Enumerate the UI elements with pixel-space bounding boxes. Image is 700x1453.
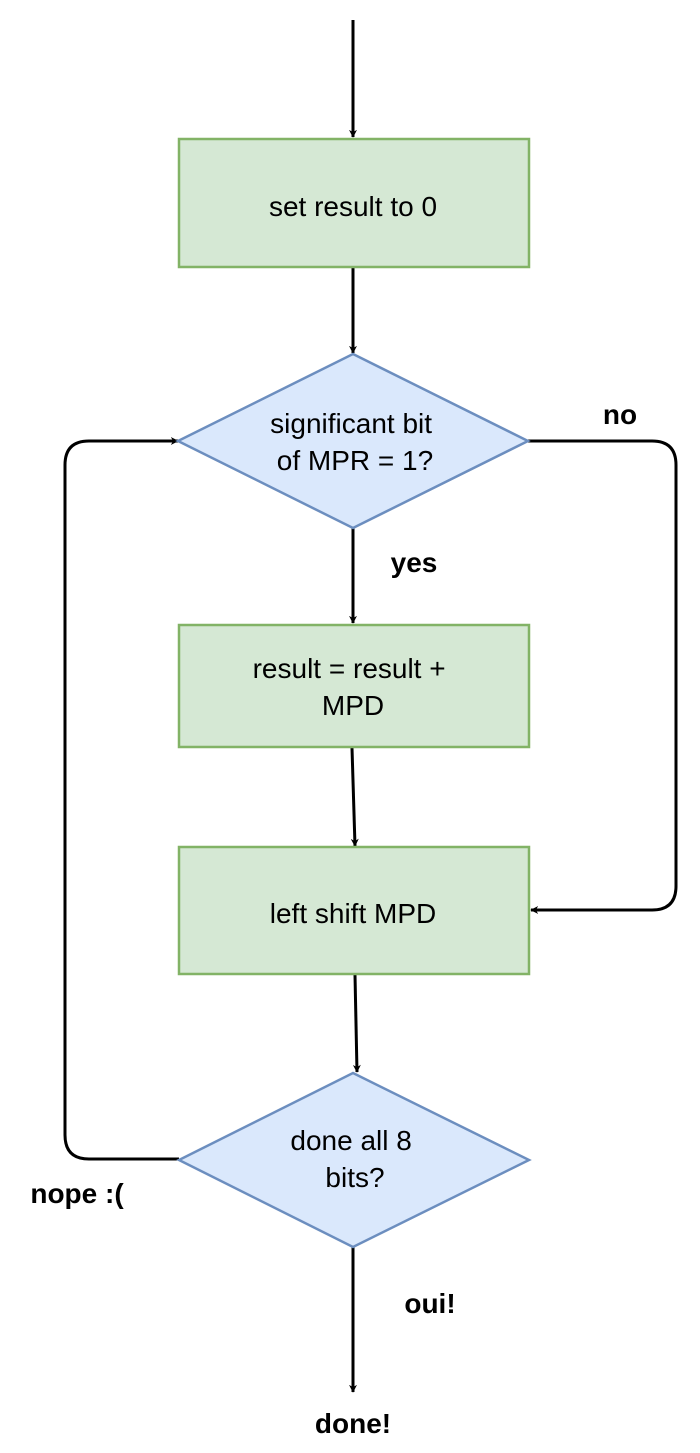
done-check-label-line1: done all 8 bbox=[290, 1125, 411, 1156]
set-result-label: set result to 0 bbox=[269, 191, 437, 222]
svg-text:set result to 0: set result to 0 bbox=[269, 191, 437, 222]
done-check-label-line2: bits? bbox=[325, 1162, 384, 1193]
add-node: result = result + MPD bbox=[177, 623, 531, 749]
arrow-shift-to-done-check bbox=[352, 974, 361, 1073]
oui-label: oui! bbox=[404, 1288, 455, 1319]
arrow-nope-loop bbox=[63, 437, 179, 1161]
yes-label: yes bbox=[391, 547, 438, 578]
add-label-line2: MPD bbox=[322, 690, 384, 721]
svg-text:result = result + MPD: result = result + MPD bbox=[253, 653, 454, 721]
arrow-no bbox=[528, 439, 678, 914]
arrow-add-to-shift bbox=[350, 747, 359, 847]
nope-label: nope :( bbox=[30, 1178, 124, 1209]
svg-text:left shift MPD: left shift MPD bbox=[270, 898, 436, 929]
svg-text:significant bit of MPR: significant bit of MPR = 1? bbox=[270, 408, 440, 476]
done-label: done! bbox=[315, 1408, 391, 1439]
check-bit-node: significant bit of MPR = 1? bbox=[175, 352, 531, 530]
no-label: no bbox=[603, 399, 637, 430]
done-check-node: done all 8 bits? bbox=[176, 1071, 532, 1249]
add-label-line1: result = result + bbox=[253, 653, 446, 684]
shift-label: left shift MPD bbox=[270, 898, 436, 929]
check-bit-label-line1: significant bit bbox=[270, 408, 432, 439]
check-bit-label-line2: of MPR = 1? bbox=[277, 445, 433, 476]
svg-text:done all 8 bits?: done all 8 bits? bbox=[290, 1125, 419, 1193]
set-result-node: set result to 0 bbox=[177, 137, 531, 269]
shift-node: left shift MPD bbox=[177, 845, 531, 976]
